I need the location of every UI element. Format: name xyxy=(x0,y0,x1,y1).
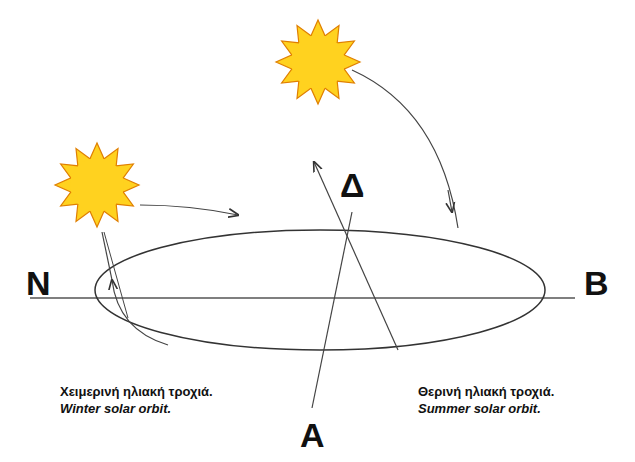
caption-text: Summer solar orbit. xyxy=(418,401,541,417)
caption-text: Θερινή ηλιακή τροχιά. xyxy=(418,384,554,400)
horizon-line xyxy=(30,297,575,299)
summer-sun xyxy=(276,20,360,104)
direction-letter: Β xyxy=(584,266,609,300)
direction-letter: Ν xyxy=(26,266,51,300)
winter-arc xyxy=(140,205,238,215)
caption-text: Χειμερινή ηλιακή τροχιά. xyxy=(60,384,213,400)
caption-text: Winter solar orbit. xyxy=(60,401,171,417)
axis-line xyxy=(312,212,352,408)
winter-sun xyxy=(55,143,139,227)
horizon-ellipse xyxy=(95,230,545,350)
direction-letter: Α xyxy=(300,418,325,452)
summer-arc xyxy=(352,70,458,228)
summer-rise-line xyxy=(314,162,398,350)
direction-letter: Δ xyxy=(340,168,364,202)
summer-arrow xyxy=(448,190,452,212)
winter-line xyxy=(104,232,128,318)
